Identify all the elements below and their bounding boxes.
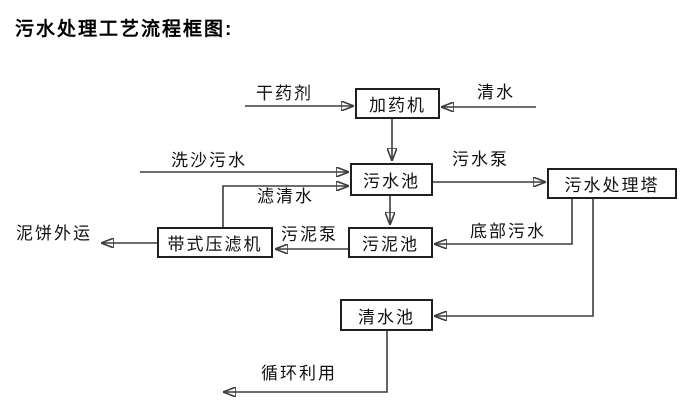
node-sewage-pool-label: 污水池 xyxy=(363,172,420,191)
node-clean-water-pool-label: 清水池 xyxy=(358,307,415,327)
edge-label-mud-cake-outbound: 泥饼外运 xyxy=(16,224,92,243)
edge-label-sand-washing-sewage: 洗沙污水 xyxy=(171,151,247,170)
node-clean-water-pool: 清水池 xyxy=(340,299,433,331)
node-dosing-machine-label: 加药机 xyxy=(369,96,426,115)
edge-label-clean-water: 清水 xyxy=(477,83,515,102)
edge-label-recycling: 循环利用 xyxy=(261,364,337,383)
edge-label-dry-chemical: 干药剂 xyxy=(256,84,313,103)
node-sewage-treatment-tower-label: 污水处理塔 xyxy=(564,176,660,195)
node-belt-filter-press: 带式压滤机 xyxy=(157,227,273,258)
edge-label-bottom-sewage: 底部污水 xyxy=(470,222,546,241)
page-title: 污水处理工艺流程框图: xyxy=(15,19,234,40)
edge-label-sewage-pump: 污水泵 xyxy=(452,150,509,169)
node-sludge-pool: 污泥池 xyxy=(348,227,433,258)
node-belt-filter-press-label: 带式压滤机 xyxy=(167,235,263,254)
arrow-tower-to-sludge-pool xyxy=(435,199,573,244)
arrow-filtered-water-to-sewage-pool xyxy=(222,186,348,227)
arrow-clean-pool-to-recycling xyxy=(224,331,388,392)
node-sewage-treatment-tower: 污水处理塔 xyxy=(547,168,677,199)
node-sewage-pool: 污水池 xyxy=(350,163,433,196)
arrow-tower-to-clean-pool xyxy=(435,199,594,316)
node-dosing-machine: 加药机 xyxy=(355,88,440,119)
edge-label-sludge-pump: 污泥泵 xyxy=(281,225,338,244)
node-sludge-pool-label: 污泥池 xyxy=(362,235,419,254)
edge-label-filtered-clean-water: 滤清水 xyxy=(257,187,314,206)
